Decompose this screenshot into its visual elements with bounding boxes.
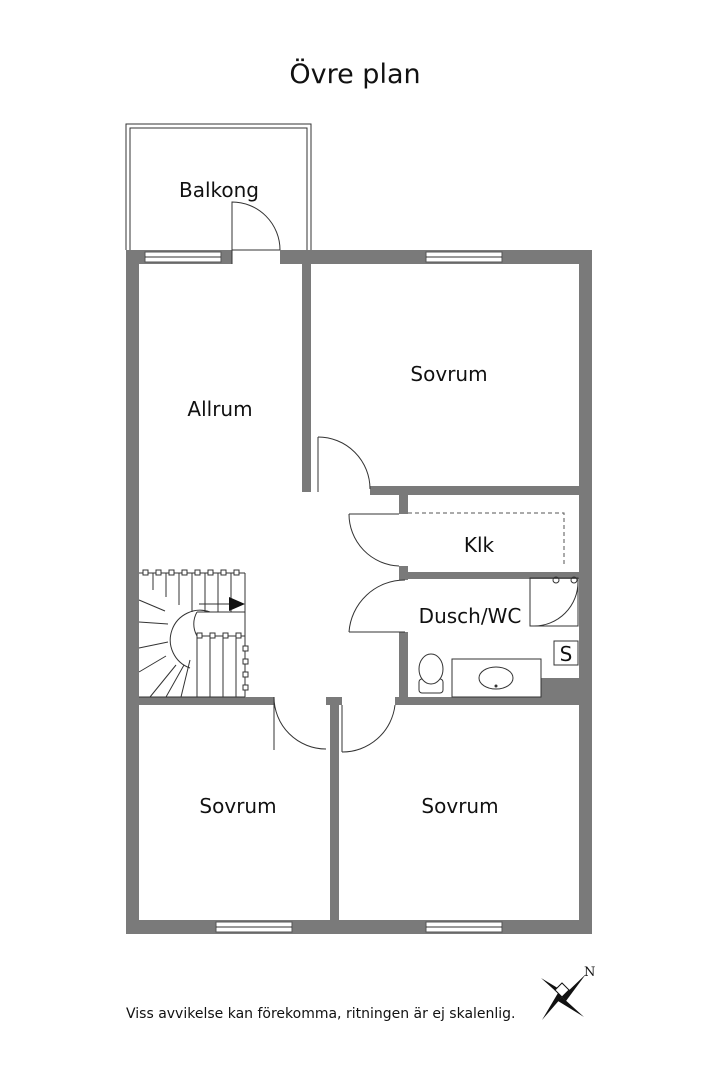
window-allrum <box>144 251 222 263</box>
room-label-bedroom-top: Sovrum <box>410 362 487 386</box>
room-label-family-room: Allrum <box>187 397 252 421</box>
windows <box>144 251 503 933</box>
s-box-label: S <box>560 642 573 666</box>
door-closet <box>348 513 400 567</box>
disclaimer-note: Viss avvikelse kan förekomma, ritningen … <box>126 1006 516 1022</box>
window-bedroom-left <box>215 921 293 933</box>
closet-shelf <box>408 512 565 566</box>
room-label-balcony: Balkong <box>179 178 259 202</box>
toilet <box>418 653 444 694</box>
door-bedroom-top <box>317 436 371 492</box>
door-bathroom <box>348 579 406 633</box>
window-bedroom-top <box>425 251 503 263</box>
door-bedroom-left <box>273 696 327 750</box>
doors <box>231 201 406 753</box>
s-box <box>553 640 579 666</box>
room-label-bedroom-right: Sovrum <box>421 794 498 818</box>
shower <box>529 576 579 627</box>
compass-rose-icon <box>541 974 586 1020</box>
exterior-walls <box>126 250 592 934</box>
staircase <box>138 569 249 698</box>
stair-direction-arrow <box>229 597 245 611</box>
balcony-railing <box>125 123 312 250</box>
room-label-closet: Klk <box>464 533 495 557</box>
window-bedroom-right <box>425 921 503 933</box>
door-balcony <box>231 201 281 264</box>
room-label-bathroom: Dusch/WC <box>419 604 522 628</box>
sink <box>451 658 542 698</box>
interior-walls <box>126 250 592 934</box>
compass-north-label: N <box>584 965 595 980</box>
room-label-bedroom-left: Sovrum <box>199 794 276 818</box>
floor-plan-title: Övre plan <box>289 58 420 90</box>
door-bedroom-right <box>341 704 396 753</box>
stair-balusters <box>142 569 249 691</box>
